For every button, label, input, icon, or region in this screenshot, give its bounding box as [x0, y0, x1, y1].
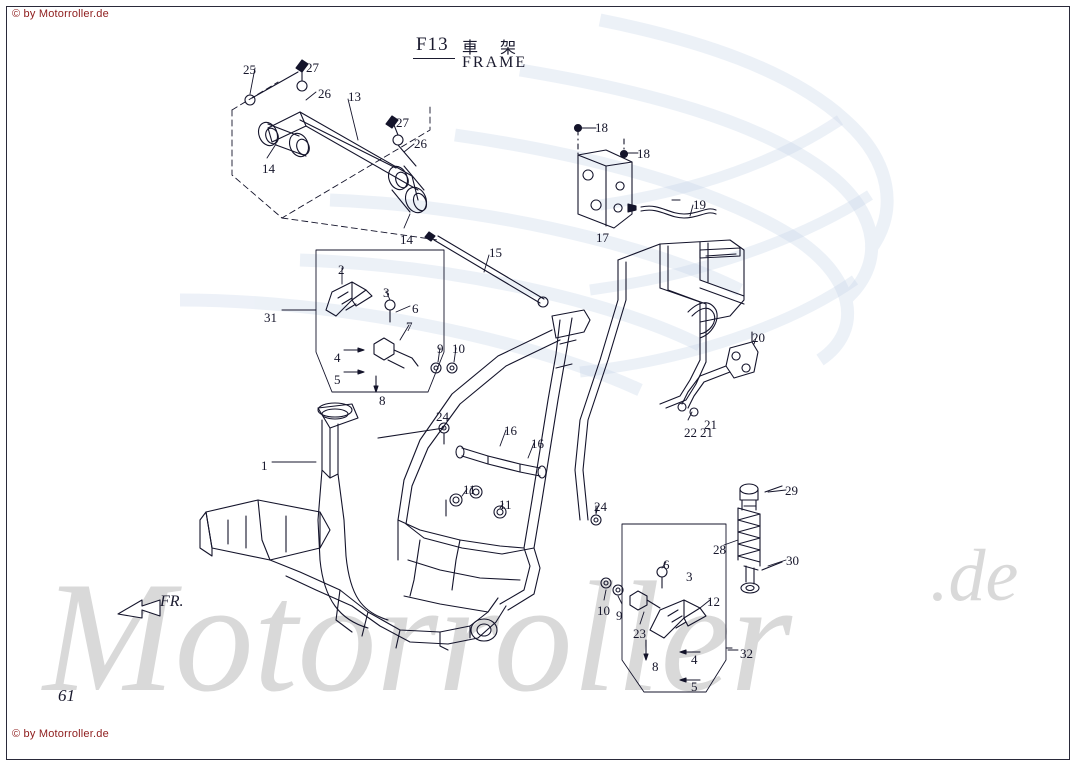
part-number-callout: 14 [262, 161, 275, 176]
part-number-callout: 11 [499, 497, 512, 512]
part-number-callout: 11 [463, 482, 476, 497]
shock-absorber [737, 483, 783, 594]
page-number: 61 [58, 686, 75, 705]
part-number-callout: 4 [691, 652, 698, 667]
part-number-callout: 24 [594, 499, 607, 514]
rod-15 [424, 231, 549, 308]
bracket-20 [677, 331, 759, 417]
title-english: FRAME [462, 54, 528, 71]
part-number-callout: 27 [306, 60, 319, 75]
part-number-callout: 6 [412, 301, 419, 316]
part-number-callout: 14 [400, 232, 413, 247]
part-number-callout: 12 [707, 594, 720, 609]
copyright-bottom: © by Motorroller.de [12, 728, 109, 740]
part-number-callout: 6 [663, 557, 670, 572]
part-number-callout: 9 [616, 608, 623, 623]
part-number-callout: 8 [379, 393, 386, 408]
part-number-callout: 25 [243, 62, 256, 77]
part-number-callout: 23 [633, 626, 646, 641]
part-number-callout: 30 [786, 553, 799, 568]
detail-box-31 [281, 249, 458, 393]
front-marker-label: FR. [160, 593, 184, 610]
linkage-assembly [231, 59, 439, 241]
part-number-callout: 10 [597, 603, 610, 618]
cable-19 [627, 199, 717, 219]
crossmembers [445, 445, 547, 519]
part-number-callout: 21 [700, 425, 713, 440]
part-number-callout: 3 [383, 285, 390, 300]
part-number-callout: 24 [436, 409, 449, 424]
part-number-callout: 5 [691, 679, 698, 694]
part-number-callout: 32 [740, 646, 753, 661]
part-number-callout: 21 [704, 417, 717, 432]
part-number-callout: 22 [684, 425, 697, 440]
leader-lines [249, 67, 787, 651]
bracket-17 [573, 123, 633, 229]
bolts-24 [377, 422, 602, 526]
title-chinese: 車架 [462, 38, 539, 57]
part-number-callout: 4 [334, 350, 341, 365]
part-number-callout: 5 [334, 372, 341, 387]
part-number-callout: 16 [504, 423, 517, 438]
part-number-callout: 10 [452, 341, 465, 356]
part-number-callout: 27 [396, 115, 409, 130]
part-number-callout: 16 [531, 436, 544, 451]
figure-code: F13 [416, 34, 449, 55]
part-number-callout: 26 [414, 136, 427, 151]
part-number-callout: 13 [348, 89, 361, 104]
part-number-callout: 3 [686, 569, 693, 584]
part-number-callout: 7 [406, 319, 413, 334]
front-direction-arrow [117, 599, 161, 619]
part-number-callout: 18 [637, 146, 650, 161]
part-number-callout: 26 [318, 86, 331, 101]
part-number-callout: 15 [489, 245, 502, 260]
part-number-callout: 29 [785, 483, 798, 498]
part-number-callout: 1 [261, 458, 268, 473]
main-frame [199, 239, 745, 651]
detail-box-32 [600, 523, 733, 693]
part-number-callout: 28 [713, 542, 726, 557]
part-number-callout: 19 [693, 197, 706, 212]
part-number-callout: 17 [596, 230, 609, 245]
part-number-callout: 8 [652, 659, 659, 674]
part-number-callout: 9 [437, 341, 444, 356]
part-number-callout: 2 [338, 262, 345, 277]
figure-code-underline [413, 58, 455, 59]
part-number-callout: 18 [595, 120, 608, 135]
part-number-callout: 20 [752, 330, 765, 345]
copyright-top: © by Motorroller.de [12, 8, 109, 20]
part-number-callout: 31 [264, 310, 277, 325]
